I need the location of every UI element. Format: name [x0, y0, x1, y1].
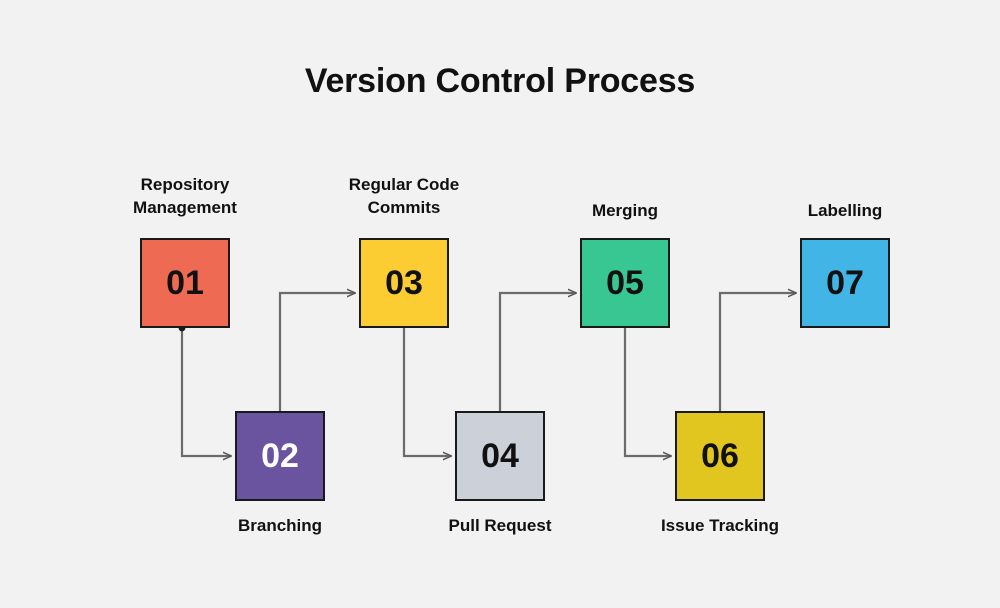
step-number-05: 05 — [606, 264, 644, 302]
process-step-04[interactable]: 04 — [455, 411, 545, 501]
step-number-06: 06 — [701, 437, 739, 475]
connector-02-to-03 — [278, 293, 355, 411]
process-step-02[interactable]: 02 — [235, 411, 325, 501]
step-number-02: 02 — [261, 437, 299, 475]
step-number-03: 03 — [385, 264, 423, 302]
step-label-02: Branching — [237, 516, 323, 535]
process-step-06[interactable]: 06 — [675, 411, 765, 501]
step-label-04: Pull Request — [448, 516, 552, 535]
step-label-05: Merging — [591, 201, 659, 220]
connector-01-to-02 — [180, 328, 231, 456]
page-title: Version Control Process — [304, 62, 696, 100]
connector-06-to-07 — [718, 293, 796, 411]
process-step-03[interactable]: 03 — [359, 238, 449, 328]
step-label-07: Labelling — [807, 201, 883, 220]
connector-04-to-05 — [498, 293, 576, 411]
step-number-01: 01 — [166, 264, 204, 302]
step-label-01: Repository Management — [133, 175, 237, 217]
step-number-07: 07 — [826, 264, 864, 302]
step-label-06: Issue Tracking — [660, 516, 780, 535]
connector-05-to-06 — [623, 328, 671, 456]
process-step-05[interactable]: 05 — [580, 238, 670, 328]
process-step-01[interactable]: 01 — [140, 238, 230, 328]
step-label-03: Regular Code Commits — [348, 175, 460, 217]
connector-03-to-04 — [402, 328, 451, 456]
step-number-04: 04 — [481, 437, 519, 475]
process-step-07[interactable]: 07 — [800, 238, 890, 328]
